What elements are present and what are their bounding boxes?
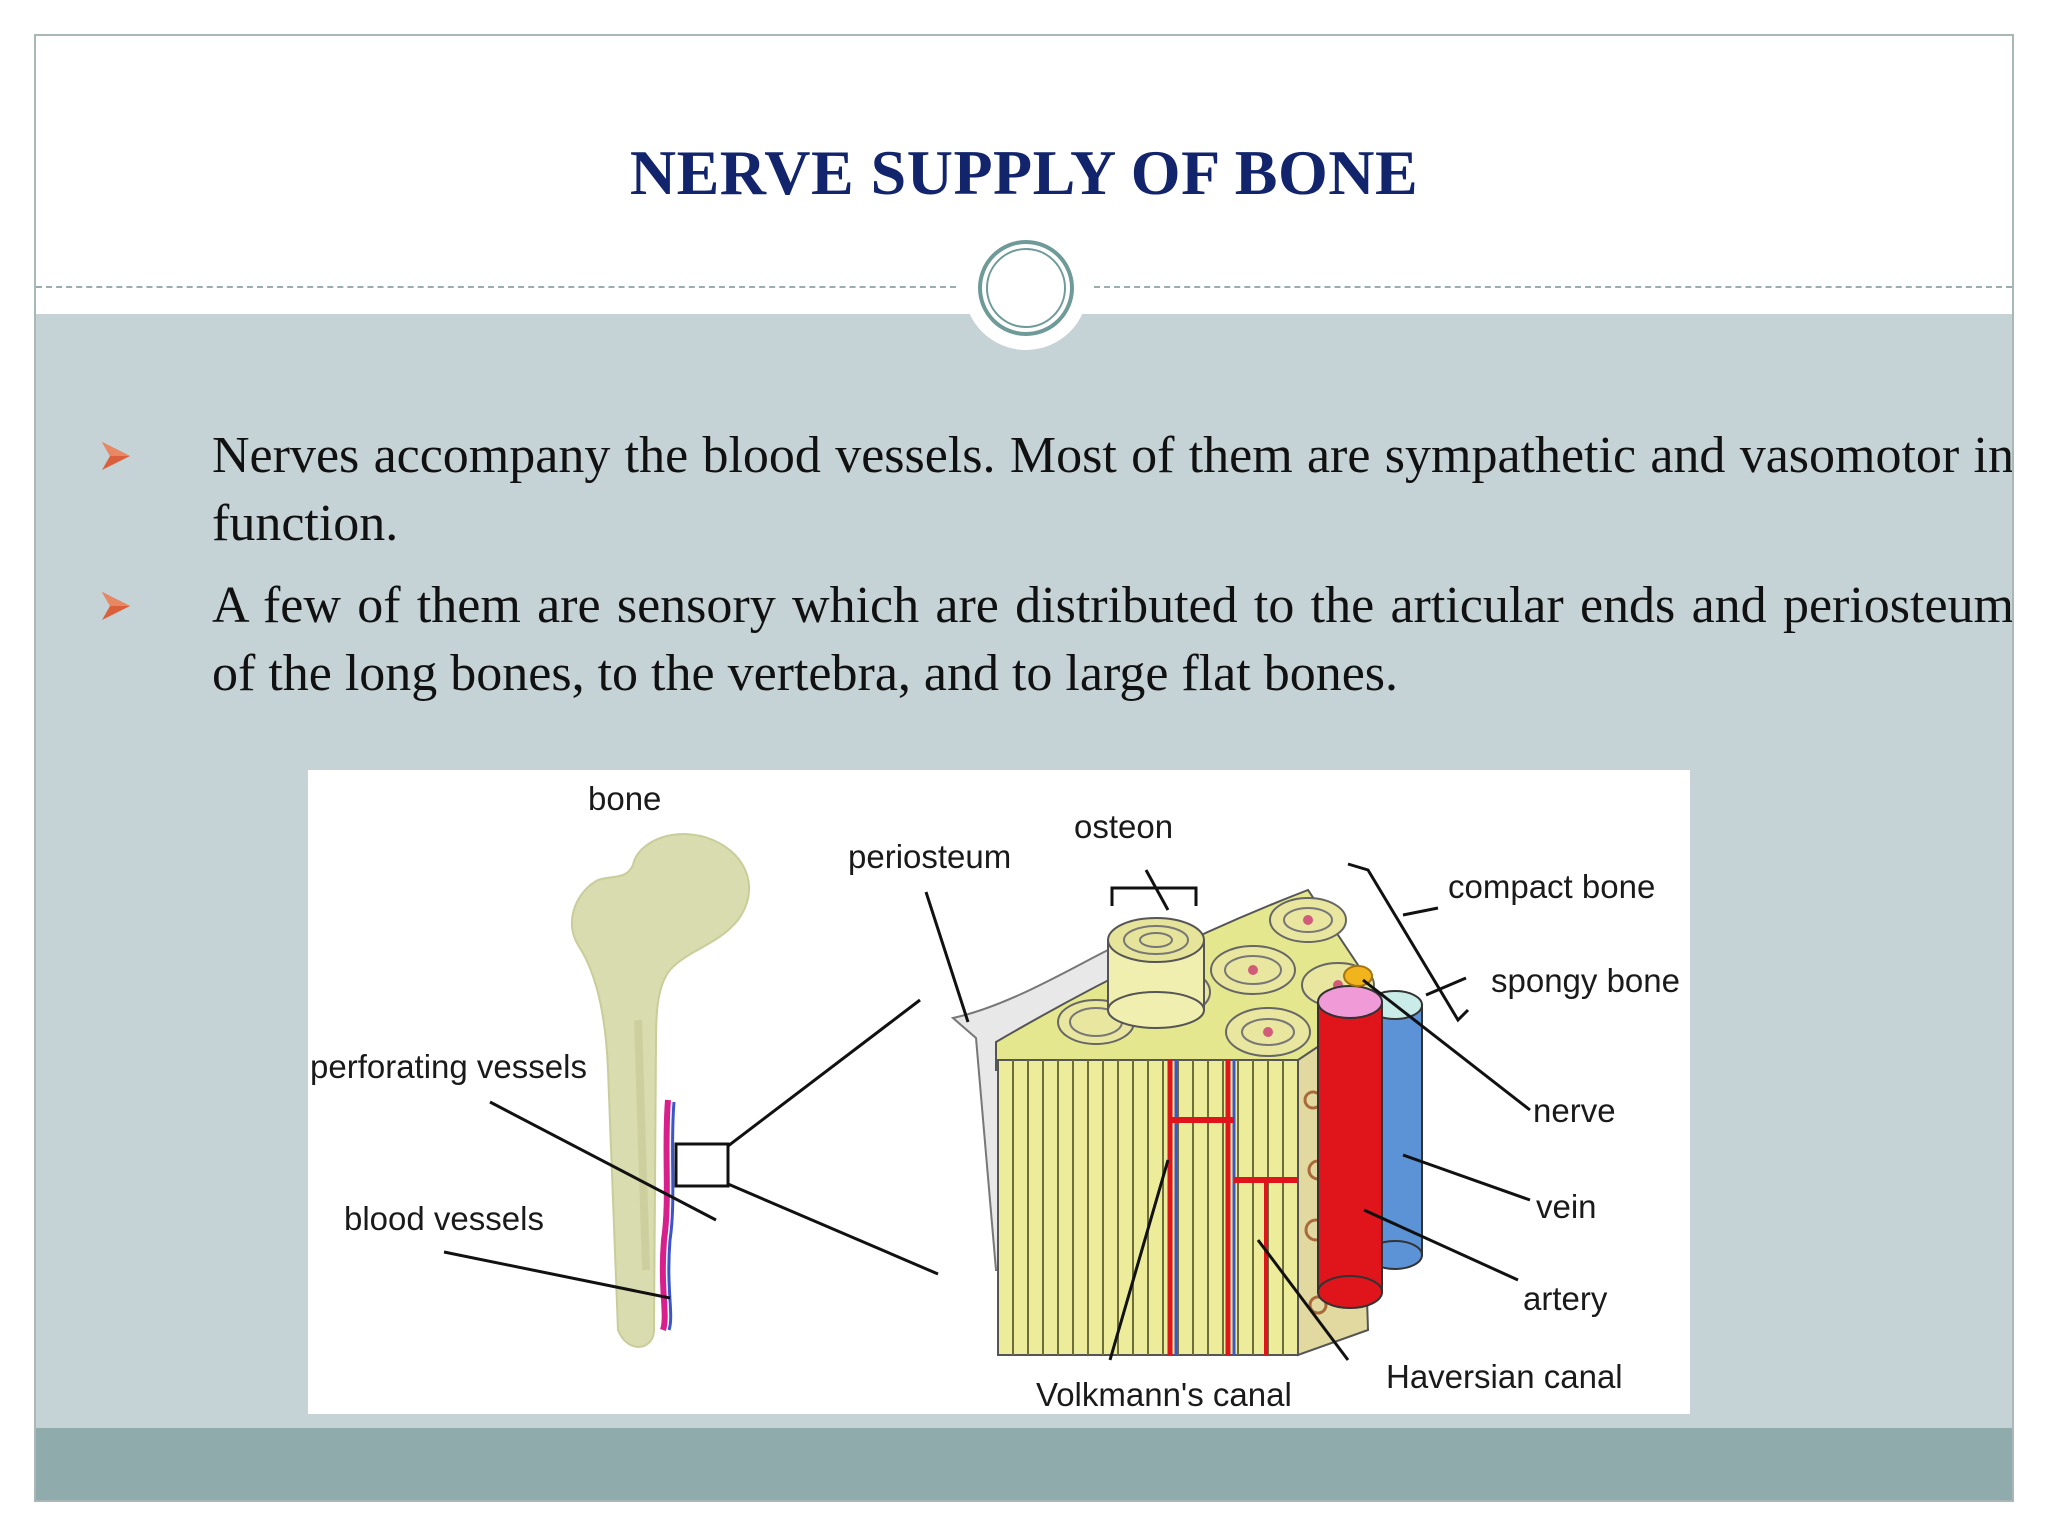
label-perforating-vessels: perforating vessels [310, 1048, 587, 1085]
bullet-text-1: Nerves accompany the blood vessels. Most… [212, 427, 2014, 552]
lamellae-stripes [1012, 1060, 1284, 1355]
label-periosteum: periosteum [848, 838, 1011, 875]
bone-block-illustration [950, 888, 1423, 1357]
slide: NERVE SUPPLY OF BONE Nerves accompany th… [34, 34, 2014, 1502]
label-blood-vessels: blood vessels [344, 1200, 544, 1237]
femur-illustration [570, 833, 939, 1348]
label-vein: vein [1536, 1188, 1597, 1225]
leader-lines [443, 862, 1531, 1361]
header-ring-outer [978, 240, 1074, 336]
label-volkmanns-canal: Volkmann's canal [1036, 1376, 1292, 1413]
vessel-cylinders [1317, 965, 1423, 1309]
header-ring-icon [964, 226, 1088, 350]
bullet-arrow-icon [102, 592, 130, 620]
header-divider-right [1094, 286, 2012, 288]
label-spongy-bone: spongy bone [1491, 962, 1680, 999]
slide-title: NERVE SUPPLY OF BONE [629, 137, 1419, 208]
slide-body: Nerves accompany the blood vessels. Most… [36, 314, 2012, 1432]
label-nerve: nerve [1533, 1092, 1616, 1129]
label-haversian-canal: Haversian canal [1386, 1358, 1623, 1395]
footer-band [36, 1428, 2012, 1500]
bone-diagram-svg: bone periosteum osteon compact bone spon… [310, 780, 1680, 1413]
header-ring-inner [986, 248, 1066, 328]
label-bone: bone [588, 780, 661, 817]
header-divider-left [36, 286, 956, 288]
label-osteon: osteon [1074, 808, 1173, 845]
bullet-arrow-icon [102, 442, 130, 470]
label-artery: artery [1523, 1280, 1608, 1317]
bone-diagram: bone periosteum osteon compact bone spon… [308, 770, 1690, 1414]
canals [1167, 1060, 1298, 1355]
label-compact-bone: compact bone [1448, 868, 1655, 905]
bullet-text-2: A few of them are sensory which are dist… [212, 577, 2014, 702]
osteon-rings [1057, 897, 1375, 1057]
